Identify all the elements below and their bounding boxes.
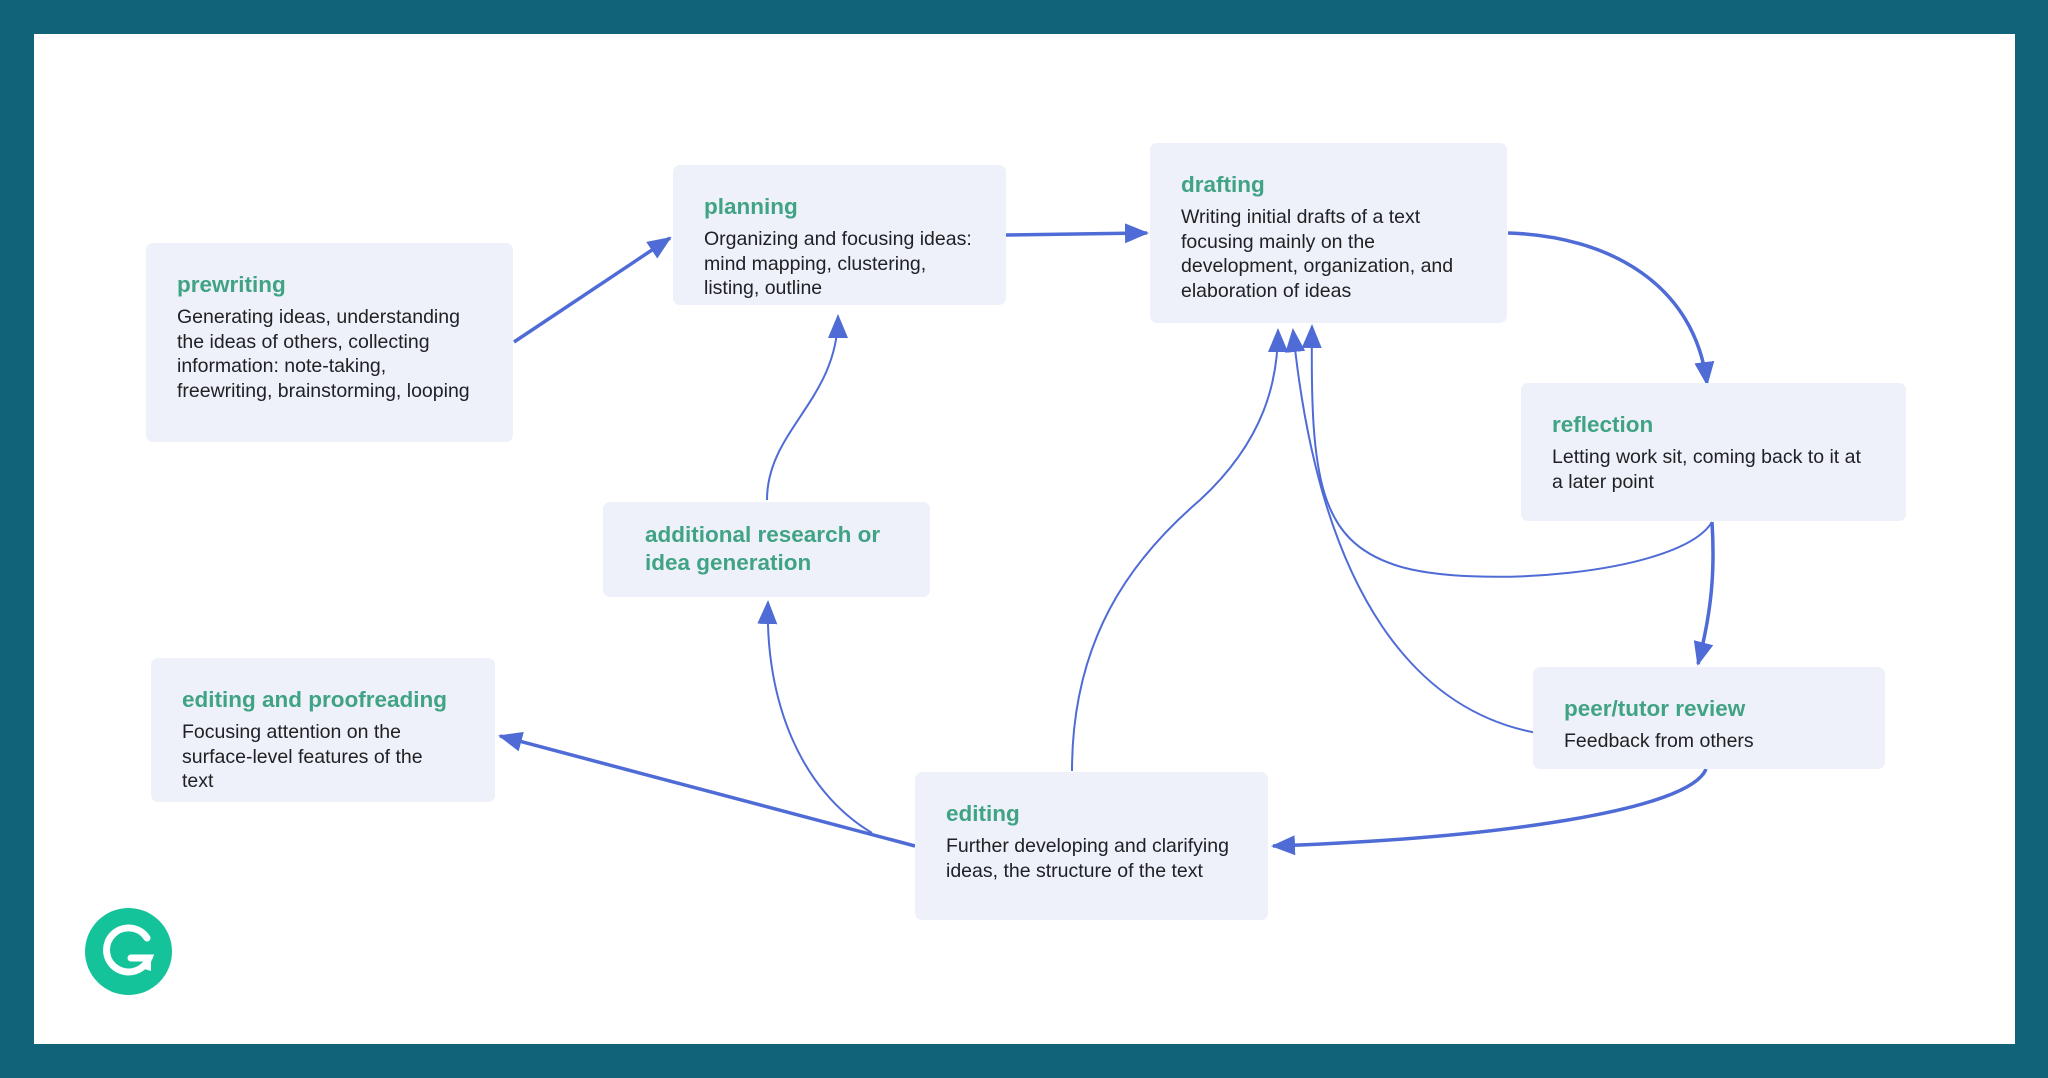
stage-title: editing and proofreading (182, 687, 447, 712)
stage-prewriting: prewriting Generating ideas, understandi… (146, 243, 513, 442)
stage-additional-research: additional research or idea generation (603, 502, 930, 597)
grammarly-g-logo-icon (85, 908, 172, 995)
stage-title: reflection (1552, 412, 1654, 437)
stage-planning: planning Organizing and focusing ideas: … (673, 165, 1006, 305)
arrow-editing-to-research (757, 600, 873, 834)
arrow-reflection-to-drafting (1301, 324, 1713, 578)
stage-description: Further developing and clarifying ideas,… (946, 835, 1229, 882)
arrow-planning-to-drafting (1005, 223, 1149, 244)
stage-drafting: drafting Writing initial drafts of a tex… (1150, 143, 1507, 323)
stage-title: peer/tutor review (1564, 696, 1746, 721)
stage-description: Writing initial drafts of a text focusin… (1181, 206, 1454, 302)
arrow-peer-review-to-drafting (1285, 328, 1544, 735)
arrow-peer-review-to-editing (1271, 768, 1708, 856)
stage-description: Generating ideas, understanding the idea… (177, 306, 470, 402)
stage-title: prewriting (177, 272, 286, 297)
stage-reflection: reflection Letting work sit, coming back… (1521, 383, 1906, 521)
stage-title: planning (704, 194, 798, 219)
arrow-reflection-to-peer-review (1693, 521, 1715, 666)
arrow-drafting-to-reflection (1507, 231, 1715, 386)
stage-title: drafting (1181, 172, 1265, 197)
stage-description: Feedback from others (1564, 730, 1754, 752)
arrow-research-to-planning (766, 314, 848, 501)
stage-description: Organizing and focusing ideas: mind mapp… (704, 228, 972, 299)
stage-editing-and-proofreading: editing and proofreading Focusing attent… (151, 658, 495, 802)
stage-description: Focusing attention on the surface-level … (182, 721, 423, 792)
stage-peer-tutor-review: peer/tutor review Feedback from others (1533, 667, 1885, 769)
stage-title: additional research or idea generation (645, 522, 881, 575)
arrow-editing-to-proofreading (498, 731, 916, 848)
stage-description: Letting work sit, coming back to it at a… (1552, 446, 1861, 493)
stage-title: editing (946, 801, 1020, 826)
stage-editing: editing Further developing and clarifyin… (915, 772, 1268, 920)
arrow-editing-to-drafting (1071, 328, 1288, 772)
arrow-prewriting-to-planning (513, 236, 672, 344)
